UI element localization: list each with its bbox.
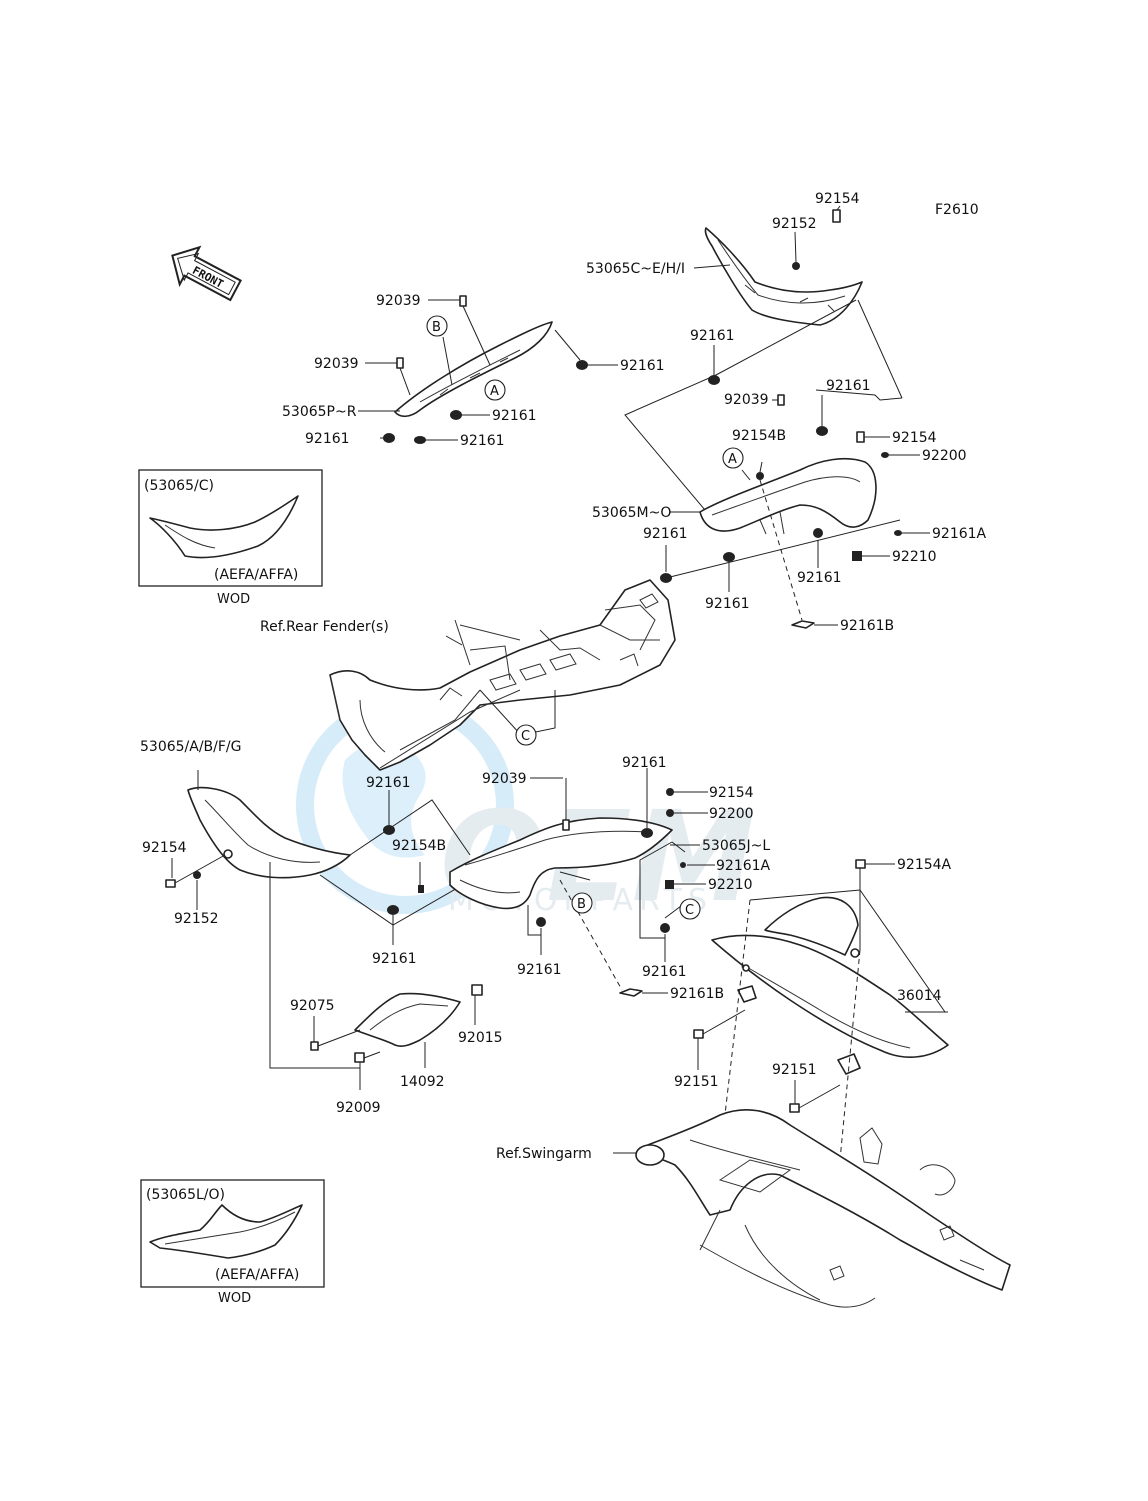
label-53065C-E-H-I: 53065C~E/H/I [586,261,685,277]
cover-53065-A-B-F-G [187,786,351,879]
label-92210-m: 92210 [708,877,753,893]
label-92009: 92009 [336,1100,381,1116]
inset-53065C [138,469,323,587]
leaders-upper-left [358,299,618,441]
cover-53065J-L [449,817,673,910]
callout-a1: A [490,384,499,399]
callout-c1: C [521,729,530,744]
label-92075: 92075 [290,998,335,1014]
callout-c2: C [685,903,694,918]
label-92161A-m: 92161A [716,858,771,874]
label-92039-b: 92039 [314,356,359,372]
label-92161-g: 92161 [643,526,688,542]
label-92161-a: 92161 [620,358,665,374]
label-92151-a: 92151 [674,1074,719,1090]
rear-fender-assembly [329,579,676,771]
label-92161-h: 92161 [797,570,842,586]
label-53065M-O: 53065M~O [592,505,671,521]
washer-92152-top [792,262,800,270]
label-92154B-b: 92154B [392,838,446,854]
label-92161-k: 92161 [622,755,667,771]
chain-guard-36014 [711,896,949,1075]
label-92152-top: 92152 [772,216,817,232]
swingarm [635,1109,1011,1308]
label-92154-m: 92154 [709,785,754,801]
screw-92154A [855,859,866,869]
screw-92154-top [832,209,841,223]
bracket-14092 [354,984,483,1047]
label-92161-b: 92161 [492,408,537,424]
label-92161B-m: 92161B [670,986,724,1002]
label-92161-j: 92161 [366,775,411,791]
label-92161-i: 92161 [705,596,750,612]
callout-b2: B [577,897,586,912]
front-arrow-icon: FRONT [171,245,242,302]
inset2-caption: WOD [218,1291,251,1306]
callout-a1-circle [484,379,506,401]
label-92154A: 92154A [897,857,952,873]
label-92161B-r: 92161B [840,618,894,634]
inset-53065L-O [140,1179,325,1288]
label-92161-e: 92161 [690,328,735,344]
callout-a2: A [728,452,737,467]
callout-c2-circle [679,898,701,920]
label-ref-swingarm: Ref.Swingarm [496,1146,592,1162]
label-14092: 14092 [400,1074,445,1090]
callout-b1: B [432,320,441,335]
label-92039-a: 92039 [376,293,421,309]
label-92161-l: 92161 [372,951,417,967]
label-92154-top: 92154 [815,191,860,207]
inset1-caption: WOD [217,592,250,607]
label-92200-r: 92200 [922,448,967,464]
label-53065P-R: 53065P~R [282,404,357,420]
label-92161-d: 92161 [460,433,505,449]
cover-53065C-E-H-I [704,227,863,326]
label-92039-d: 92039 [482,771,527,787]
callout-b1-circle [426,315,448,337]
label-92161A-r: 92161A [932,526,987,542]
inset1-variant: (AEFA/AFFA) [214,567,298,583]
label-92154B-a: 92154B [732,428,786,444]
callout-c1-circle [515,724,537,746]
label-92210-r: 92210 [892,549,937,565]
frame-upper-right [624,299,903,511]
label-53065-A-B-F-G: 53065/A/B/F/G [140,739,242,755]
inset2-title: (53065L/O) [146,1187,225,1203]
callout-a2-circle [722,447,744,469]
label-92161-m: 92161 [517,962,562,978]
label-92200-m: 92200 [709,806,754,822]
label-92154-l: 92154 [142,840,187,856]
label-92154-r: 92154 [892,430,937,446]
label-92152-l: 92152 [174,911,219,927]
label-36014: 36014 [897,988,942,1004]
label-92161-n: 92161 [642,964,687,980]
inset1-title: (53065/C) [144,478,214,494]
cover-53065M-O [699,457,877,535]
leaders-middle-right [665,345,930,626]
label-92039-c: 92039 [724,392,769,408]
label-92151-b: 92151 [772,1062,817,1078]
label-ref-rear-fender: Ref.Rear Fender(s) [260,619,389,635]
label-53065J-L: 53065J~L [702,838,770,854]
figure-code: F2610 [935,202,979,218]
label-92161-c: 92161 [305,431,350,447]
label-92161-f: 92161 [826,378,871,394]
label-92015: 92015 [458,1030,503,1046]
inset2-variant: (AEFA/AFFA) [215,1267,299,1283]
cover-53065P-R [394,321,553,418]
callout-b2-circle [571,892,593,914]
